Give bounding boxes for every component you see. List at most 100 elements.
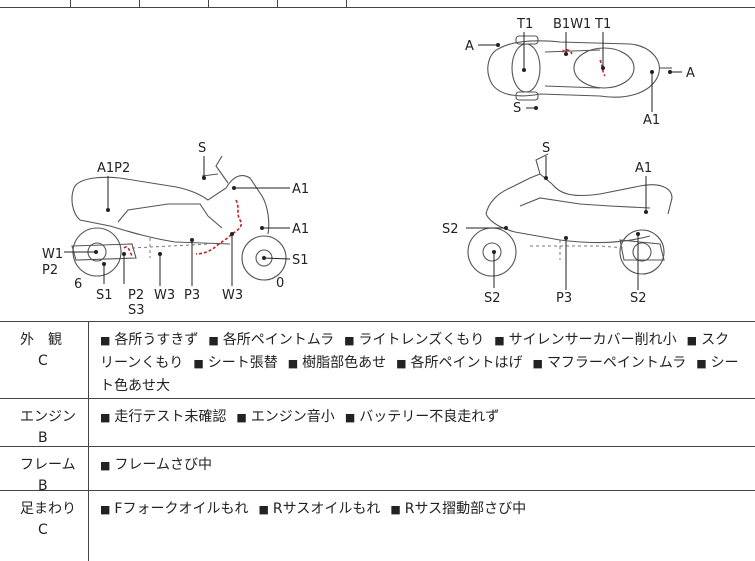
marker-label: B1W1 [553, 17, 591, 32]
top-view-labels: A T1 B1W1 T1 A S A1 [465, 17, 695, 128]
condition-item-text: 各所うすきず [114, 332, 199, 348]
section-exterior: 外 観 C ■各所うすきず■各所ペイントムラ■ライトレンズくもり■サイレンサーカ… [0, 321, 755, 398]
square-bullet-icon: ■ [208, 334, 219, 347]
condition-item: ■各所ペイントはげ [396, 355, 522, 371]
condition-items: ■フレームさび中 [100, 454, 740, 477]
square-bullet-icon: ■ [193, 357, 204, 370]
section-suspension: 足まわり C ■Fフォークオイルもれ■Rサスオイルもれ■Rサス摺動部さび中 [0, 490, 755, 561]
section-frame: フレーム B ■フレームさび中 [0, 446, 755, 494]
section-border [0, 398, 755, 399]
square-bullet-icon: ■ [100, 503, 111, 516]
condition-item-text: Rサスオイルもれ [272, 501, 381, 517]
marker-label: P2 [128, 288, 144, 303]
condition-item: ■走行テスト未確認 [100, 409, 226, 425]
condition-item-text: 樹脂部色あせ [302, 355, 387, 371]
right-side-view-labels: S A1 S2 S2 P3 S2 [442, 141, 652, 306]
condition-item: ■Rサスオイルもれ [258, 501, 380, 517]
condition-item: ■マフラーペイントムラ [533, 355, 687, 371]
category-grade: C [38, 353, 48, 369]
condition-item-text: フレームさび中 [114, 457, 212, 473]
header-divider [70, 0, 71, 7]
top-view-leaders [478, 32, 682, 112]
marker-label: P2 [42, 263, 58, 278]
section-border [0, 446, 755, 447]
condition-item-text: スクリーンくもり [100, 332, 730, 371]
square-bullet-icon: ■ [494, 334, 505, 347]
condition-item-text: 各所ペイントはげ [410, 355, 523, 371]
marker-label: S [198, 141, 206, 156]
condition-item: ■シート色あせ大 [100, 355, 739, 394]
section-engine: エンジン B ■走行テスト未確認■ エンジン音小 ■バッテリー不良走れず [0, 398, 755, 446]
square-bullet-icon: ■ [396, 357, 407, 370]
square-bullet-icon: ■ [532, 357, 543, 370]
condition-item-text: マフラーペイントムラ [546, 355, 687, 371]
condition-item-text: バッテリー不良走れず [359, 409, 500, 425]
condition-items: ■Fフォークオイルもれ■Rサスオイルもれ■Rサス摺動部さび中 [100, 498, 740, 521]
condition-item-text: サイレンサーカバー削れ小 [508, 332, 677, 348]
category-column-border [88, 321, 89, 561]
condition-item: ■バッテリー不良走れず [345, 409, 499, 425]
square-bullet-icon: ■ [100, 411, 111, 424]
square-bullet-icon: ■ [258, 503, 269, 516]
marker-label: W1 [42, 247, 63, 262]
marker-label: A [465, 39, 474, 54]
condition-item: ■各所うすきず [100, 332, 198, 348]
condition-item-text: 各所ペイントムラ [222, 332, 335, 348]
condition-item: ■サイレンサーカバー削れ小 [494, 332, 676, 348]
condition-item-text: エンジン音小 [250, 409, 335, 425]
marker-label: A1P2 [97, 161, 130, 176]
condition-item: ■スクリーンくもり [100, 332, 729, 371]
condition-item: ■シート張替 [193, 355, 277, 371]
square-bullet-icon: ■ [100, 334, 111, 347]
left-side-view-leaders [64, 156, 291, 286]
marker-label: T1 [594, 17, 611, 32]
marker-label: S1 [292, 253, 309, 268]
category-grade: B [38, 478, 48, 494]
square-bullet-icon: ■ [287, 357, 299, 370]
category-grade: C [38, 522, 48, 538]
marker-label: A1 [635, 161, 652, 176]
condition-item: ■フレームさび中 [100, 457, 212, 473]
marker-label: A1 [292, 182, 309, 197]
right-side-view [467, 153, 673, 277]
header-divider [208, 0, 209, 7]
square-bullet-icon: ■ [344, 334, 355, 347]
condition-item-text: Rサス摺動部さび中 [404, 501, 527, 517]
left-side-view-labels: S A1P2 A1 A1 S1 W1 P2 6 S1 P2 S3 W3 P3 W… [42, 141, 309, 318]
marker-label: T1 [516, 17, 533, 32]
square-bullet-icon: ■ [686, 334, 698, 347]
condition-item: ■Fフォークオイルもれ [100, 501, 248, 517]
marker-label: 6 [74, 277, 82, 292]
marker-label: P3 [184, 288, 200, 303]
condition-items: ■各所うすきず■各所ペイントムラ■ライトレンズくもり■サイレンサーカバー削れ小■… [100, 329, 740, 398]
right-side-view-leaders [466, 156, 648, 290]
condition-items: ■走行テスト未確認■ エンジン音小 ■バッテリー不良走れず [100, 406, 740, 429]
marker-label: S2 [484, 291, 501, 306]
header-bottom-border [0, 7, 755, 8]
condition-item-text: 走行テスト未確認 [114, 409, 227, 425]
square-bullet-icon: ■ [100, 459, 111, 472]
marker-label: S [513, 101, 521, 116]
marker-label: S1 [96, 288, 113, 303]
condition-item-text: ライトレンズくもり [358, 332, 485, 348]
marker-label: S [542, 141, 550, 156]
header-divider [277, 0, 278, 7]
top-view [487, 35, 672, 101]
section-border [0, 490, 755, 491]
condition-item-text: シート色あせ大 [100, 355, 739, 394]
marker-label: A1 [643, 113, 660, 128]
category-name: 足まわり [20, 501, 76, 517]
condition-item: ■各所ペイントムラ [208, 332, 334, 348]
condition-item: ■樹脂部色あせ [288, 355, 386, 371]
header-divider [139, 0, 140, 7]
category-name: エンジン [20, 409, 76, 425]
condition-item-text: Fフォークオイルもれ [114, 501, 249, 517]
marker-label: S2 [630, 291, 647, 306]
category-name: フレーム [20, 457, 76, 473]
marker-label: W3 [222, 288, 243, 303]
condition-item: ■ライトレンズくもり [344, 332, 484, 348]
category-grade: B [38, 430, 48, 446]
marker-label: A [686, 66, 695, 81]
condition-item-text: シート張替 [207, 355, 278, 371]
